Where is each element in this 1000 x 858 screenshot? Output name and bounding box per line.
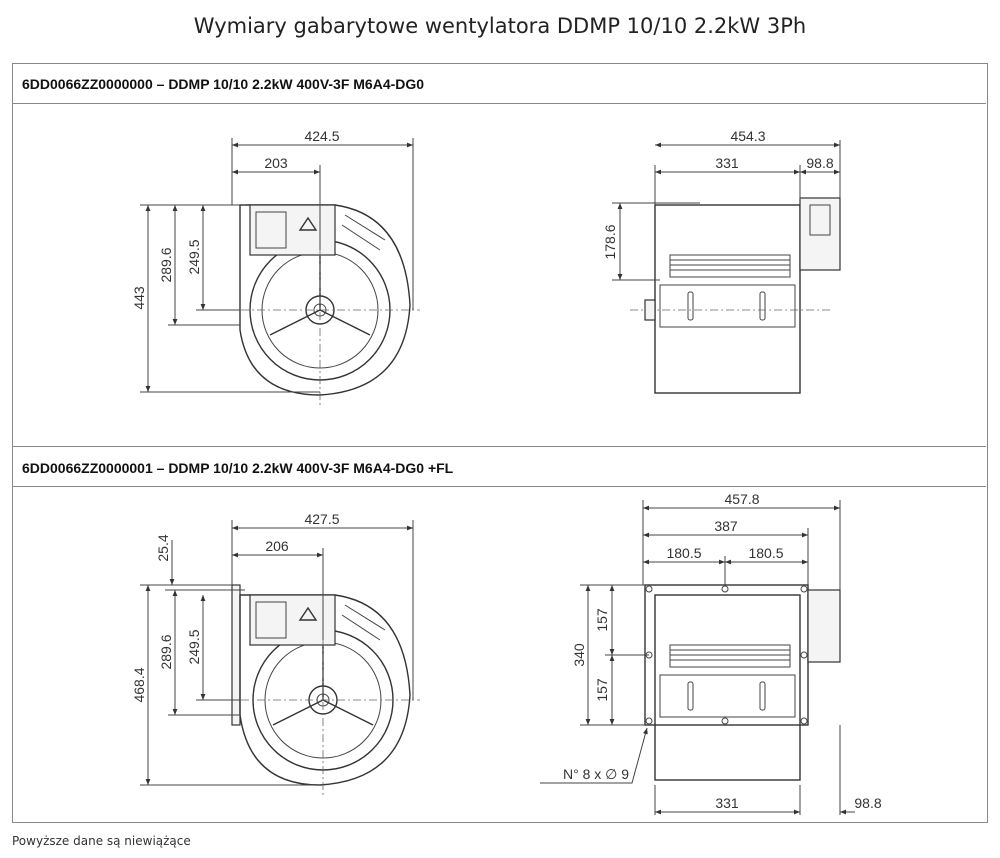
dim-side-width-motor: 98.8 [806, 155, 833, 171]
dim-half-right: 180.5 [748, 545, 783, 561]
dim-half-bottom: 157 [594, 678, 610, 702]
dim-side-height-axis: 178.6 [602, 224, 618, 259]
dim-height-total: 443 [131, 286, 147, 310]
footer-note: Powyższe dane są niewiążące [12, 834, 191, 848]
side-view-1 [612, 140, 841, 394]
dim-width-partial: 203 [264, 155, 288, 171]
section-header-2: 6DD0066ZZ0000001 – DDMP 10/10 2.2kW 400V… [12, 446, 986, 487]
dim-width-partial: 206 [265, 538, 289, 554]
dim-height-flange: 340 [571, 643, 587, 667]
page-title: Wymiary gabarytowe wentylatora DDMP 10/1… [193, 14, 807, 38]
dim-side-width-flange: 387 [714, 518, 738, 534]
dim-height-mid: 289.6 [158, 247, 174, 282]
dim-height-inner: 249.5 [186, 239, 202, 274]
dim-height-total: 468.4 [131, 667, 147, 702]
dim-side-width-total: 457.8 [724, 491, 759, 507]
dim-side-width-body: 331 [715, 155, 739, 171]
dim-half-left: 180.5 [666, 545, 701, 561]
dim-half-top: 157 [594, 608, 610, 632]
holes-note: N° 8 x ∅ 9 [563, 766, 629, 782]
front-view-1 [140, 138, 420, 405]
dim-height-mid: 289.6 [158, 634, 174, 669]
section-header-1: 6DD0066ZZ0000000 – DDMP 10/10 2.2kW 400V… [12, 63, 986, 104]
dim-height-inner: 249.5 [186, 629, 202, 664]
dim-side-width-body: 331 [715, 795, 739, 811]
side-view-2 [540, 500, 855, 815]
front-view-2 [140, 520, 420, 795]
dim-side-width-motor: 98.8 [854, 795, 881, 811]
drawings-frame [12, 63, 988, 823]
dim-top-offset: 25.4 [155, 534, 171, 561]
dim-width-total: 427.5 [304, 511, 339, 527]
dim-side-width-total: 454.3 [730, 128, 765, 144]
dim-width-total: 424.5 [304, 128, 339, 144]
